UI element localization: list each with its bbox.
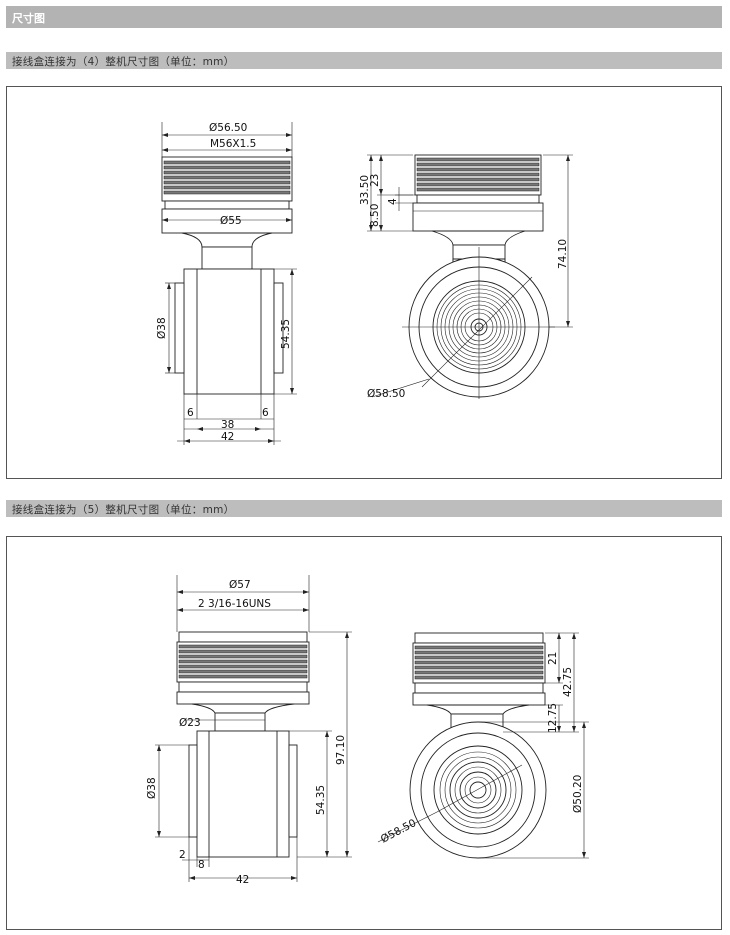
dim-dia-56-50: Ø56.50 bbox=[209, 122, 247, 134]
dim-thread-m56: M56X1.5 bbox=[210, 138, 256, 150]
dim-54-35: 54.35 bbox=[280, 319, 292, 349]
diagram1-caption-bar: 接线盒连接为（4）整机尺寸图（单位：mm） bbox=[6, 52, 722, 69]
dim-2: 2 bbox=[179, 849, 186, 861]
dim-dia-23: Ø23 bbox=[179, 717, 201, 729]
dim-dia-58-50: Ø58.50 bbox=[367, 388, 405, 400]
diagram1-panel: Ø56.50 M56X1.5 Ø55 Ø38 54.35 6 6 38 42 bbox=[6, 86, 722, 479]
dim-42-2: 42 bbox=[236, 874, 249, 886]
thread-lines-3 bbox=[178, 644, 308, 679]
diagram2-panel: Ø57 2 3/16-16UNS Ø23 Ø38 54.35 97.10 2 8… bbox=[6, 536, 722, 930]
dim-97-10: 97.10 bbox=[335, 735, 347, 765]
dim-21: 21 bbox=[547, 652, 559, 665]
diagram1-caption: 接线盒连接为（4）整机尺寸图（单位：mm） bbox=[12, 56, 235, 68]
thread-lines-2 bbox=[416, 157, 540, 192]
thread-lines-1 bbox=[163, 160, 291, 195]
dim-42-75: 42.75 bbox=[562, 667, 574, 697]
dim-8-50: 8.50 bbox=[369, 204, 381, 227]
section-header: 尺寸图 bbox=[6, 6, 722, 28]
concentric-rings-2 bbox=[439, 751, 517, 829]
dim-6-left: 6 bbox=[187, 407, 194, 419]
dim-6-right: 6 bbox=[262, 407, 269, 419]
dim-42: 42 bbox=[221, 431, 234, 443]
dim-8: 8 bbox=[198, 859, 205, 871]
dim-dia-38-2: Ø38 bbox=[146, 777, 158, 799]
diagram2-caption-bar: 接线盒连接为（5）整机尺寸图（单位：mm） bbox=[6, 500, 722, 517]
diagram2-caption: 接线盒连接为（5）整机尺寸图（单位：mm） bbox=[12, 504, 235, 516]
dim-23: 23 bbox=[369, 174, 381, 187]
section-title: 尺寸图 bbox=[12, 12, 45, 25]
dim-dia-50-20: Ø50.20 bbox=[572, 775, 584, 813]
dim-4: 4 bbox=[387, 198, 399, 205]
dim-54-35-2: 54.35 bbox=[315, 785, 327, 815]
dim-dia-38: Ø38 bbox=[156, 317, 168, 339]
dim-74-10: 74.10 bbox=[557, 239, 569, 269]
dim-33-50: 33.50 bbox=[359, 175, 371, 205]
dim-38: 38 bbox=[221, 419, 234, 431]
dim-12-75: 12.75 bbox=[547, 703, 559, 733]
dim-dia-58-50-2: Ø58.50 bbox=[379, 817, 418, 846]
thread-lines-4 bbox=[414, 645, 544, 680]
dim-dia-55: Ø55 bbox=[220, 215, 242, 227]
dim-thread-uns: 2 3/16-16UNS bbox=[198, 598, 271, 610]
dim-dia-57: Ø57 bbox=[229, 579, 251, 591]
diagram1-drawing: Ø56.50 M56X1.5 Ø55 Ø38 54.35 6 6 38 42 bbox=[156, 122, 573, 445]
diagram2-drawing: Ø57 2 3/16-16UNS Ø23 Ø38 54.35 97.10 2 8… bbox=[146, 575, 589, 886]
